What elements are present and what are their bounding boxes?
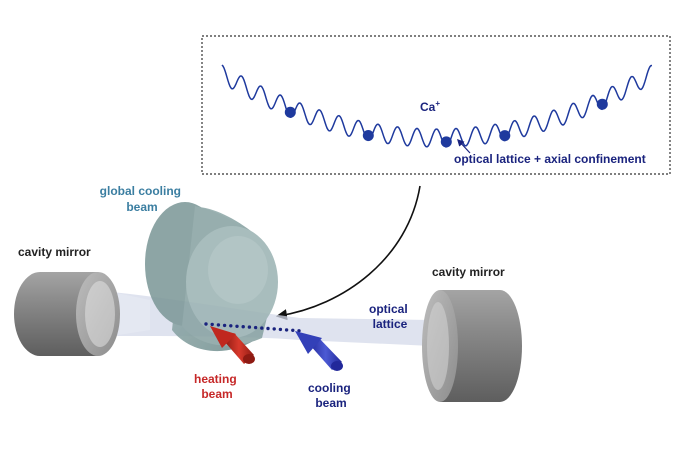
cooling-beam-label-line1: cooling (308, 381, 351, 395)
chain-ion (204, 322, 208, 326)
heating-beam-label: heating beam (194, 372, 240, 401)
chain-ion (297, 329, 301, 333)
cooling-beam-label: cooling beam (308, 381, 354, 410)
optical-lattice-label-line2: lattice (373, 317, 408, 331)
heating-arrow-head (210, 326, 236, 348)
potential-label: optical lattice + axial confinement (454, 152, 646, 166)
mirror-right-body (440, 290, 522, 402)
ion-2 (362, 130, 374, 141)
chain-ion (216, 323, 221, 327)
ion-group (284, 98, 608, 148)
global-cooling-beam-label: global cooling beam (100, 184, 185, 214)
zoom-curve-arrow (275, 185, 421, 321)
ion-label-text: Ca (420, 100, 436, 114)
cooling-beam-label-line2: beam (315, 396, 346, 410)
ion-label: Ca+ (420, 99, 440, 114)
global-cooling-beam-label-line2: beam (126, 200, 157, 214)
chain-ion (235, 324, 239, 328)
chain-ion (278, 327, 283, 332)
cooling-arrow-tail (331, 361, 343, 371)
chain-ion (272, 327, 276, 331)
cooling-arrow-shaft (309, 337, 342, 370)
chain-ion (266, 326, 270, 331)
inset-box: Ca+ optical lattice + axial confinement (201, 35, 671, 175)
inset-frame (201, 35, 671, 175)
optical-lattice-label: optical lattice (369, 302, 411, 331)
heating-beam-label-line2: beam (201, 387, 232, 401)
cavity-mirror-right-label: cavity mirror (432, 265, 505, 279)
chain-ion (229, 324, 233, 328)
heating-beam-label-line1: heating (194, 372, 237, 386)
ion-charge: + (435, 99, 440, 108)
ion-4 (499, 130, 511, 142)
optical-lattice-label-line1: optical (369, 302, 408, 316)
chain-ion (284, 328, 289, 332)
global-cooling-beam-label-line1: global cooling (100, 184, 181, 198)
global-cooling-beam-cylinder (145, 202, 278, 352)
cooling-beam-arrow (295, 331, 343, 371)
heating-arrow-tail (243, 354, 255, 364)
chain-ion (210, 322, 214, 327)
cooling-arrow-head (295, 331, 322, 354)
ion-5 (596, 98, 608, 110)
chain-ion (253, 325, 258, 330)
chain-ion (222, 323, 227, 328)
cavity-mirror-left (14, 272, 120, 356)
chain-ion (247, 325, 252, 329)
cooling-cylinder-front-highlight (208, 236, 268, 304)
mirror-left-body (14, 272, 98, 356)
ion-1 (284, 106, 296, 118)
ion-chain (204, 322, 301, 333)
cavity-mirror-right (422, 290, 522, 402)
chain-ion (260, 326, 264, 330)
ion-3 (440, 136, 452, 148)
potential-pointer-arrow (457, 138, 471, 154)
chain-ion (291, 328, 295, 332)
mirror-right-inner (427, 302, 449, 390)
cavity-mirror-left-label: cavity mirror (18, 245, 91, 259)
mirror-left-inner (85, 281, 115, 347)
cavity-mode-cone-left (112, 292, 150, 336)
chain-ion (241, 325, 245, 329)
heating-beam-arrow (210, 326, 255, 364)
